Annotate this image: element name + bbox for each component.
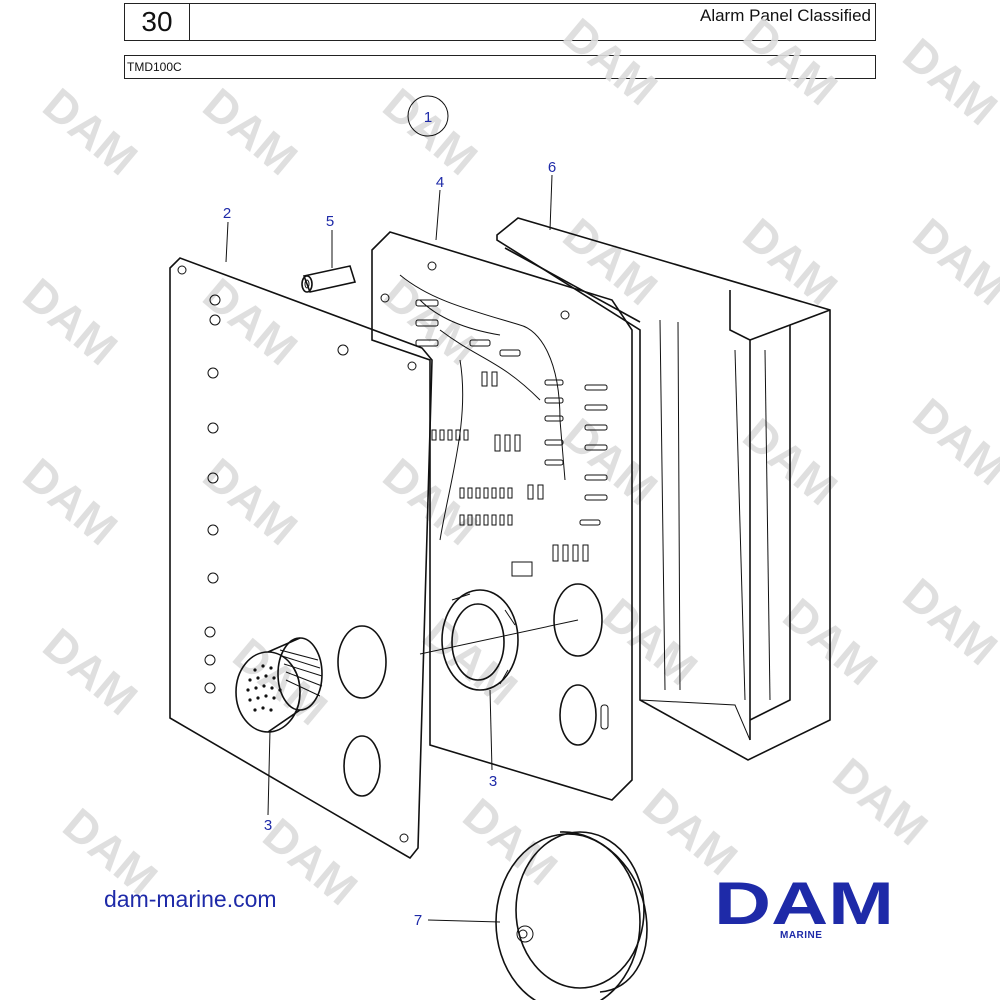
watermark: DAM [224, 628, 338, 735]
watermark: DAM [194, 78, 308, 185]
watermark: DAM [634, 778, 748, 885]
watermark: DAM [554, 8, 668, 115]
board-components [415, 299, 608, 577]
watermark: DAM [734, 8, 848, 115]
part-3-nut-right [419, 589, 579, 691]
callout-5: 5 [326, 213, 334, 230]
part-3-switch-left [235, 637, 323, 733]
model-label: TMD100C [127, 60, 182, 74]
logo-subtext: MARINE [780, 930, 823, 941]
watermark: DAM [14, 448, 128, 555]
group-label-circle [407, 95, 449, 137]
watermark: DAM [194, 448, 308, 555]
callout-3-switch: 3 [264, 817, 272, 834]
watermark: DAM [594, 588, 708, 695]
logo-text: DAM [714, 872, 894, 937]
watermark-layer: DAM DAM DAM DAM DAM DAM DAM DAM DAM DAM … [14, 8, 1000, 915]
page-title: Alarm Panel Classified [699, 6, 871, 25]
watermark: DAM [904, 208, 1000, 315]
part-5-spacer [301, 265, 357, 293]
callout-7: 7 [414, 912, 422, 929]
watermark: DAM [824, 748, 938, 855]
leader-lines [225, 174, 553, 923]
watermark: DAM [14, 268, 128, 375]
watermark: DAM [554, 408, 668, 515]
watermark: DAM [894, 568, 1000, 675]
model-header: TMD100C [124, 55, 876, 79]
part-2-front-panel [169, 257, 433, 860]
callout-6: 6 [548, 159, 556, 176]
part-7-cover [495, 831, 648, 1000]
callouts: 1 2 5 4 6 3 3 7 [223, 95, 556, 929]
part-4-circuit-board [371, 231, 633, 801]
section-number: 30 [125, 4, 190, 40]
panel-indicator-holes [204, 294, 221, 694]
group-label: 1 [424, 109, 432, 126]
watermark: DAM [904, 388, 1000, 495]
dam-logo: DAM [714, 872, 894, 937]
watermark: DAM [894, 28, 1000, 135]
watermark: DAM [34, 618, 148, 725]
website-link[interactable]: dam-marine.com [104, 886, 277, 912]
callout-3-nut: 3 [489, 773, 497, 790]
part-6-housing [496, 217, 831, 761]
watermark: DAM [374, 78, 488, 185]
callout-4: 4 [436, 174, 444, 191]
callout-2: 2 [223, 205, 231, 222]
section-header: 30 Alarm Panel Classified [124, 3, 876, 41]
watermark: DAM [34, 78, 148, 185]
